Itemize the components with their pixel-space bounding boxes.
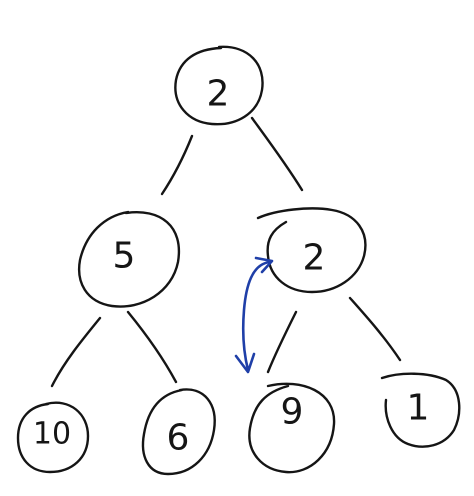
node-circle: [16, 401, 90, 474]
edge-right-rightright: [348, 296, 402, 362]
tree-node-right-right: 1: [380, 372, 461, 448]
node-label: 9: [281, 392, 304, 433]
tree-node-right-left: 9: [248, 382, 336, 474]
edge-right-rightleft: [266, 310, 298, 374]
node-label: 10: [33, 417, 71, 452]
node-label: 2: [303, 238, 326, 279]
node-label: 6: [167, 418, 190, 459]
node-label: 5: [113, 236, 136, 277]
edge-root-left: [160, 134, 194, 196]
swap-arrowhead-bottom: [234, 352, 256, 374]
node-circle: [256, 207, 367, 294]
node-circle: [248, 382, 336, 474]
tree-node-right: 2: [256, 207, 367, 294]
tree-node-left: 5: [77, 210, 181, 308]
node-circle: [141, 388, 216, 476]
edge-left-leftright: [126, 310, 178, 384]
tree-node-root: 2: [174, 45, 264, 126]
swap-arrowhead-top: [254, 256, 274, 274]
tree-edges: [50, 116, 402, 388]
tree-node-left-left: 10: [16, 401, 90, 474]
edge-left-leftleft: [50, 316, 102, 388]
node-circle: [380, 372, 461, 448]
node-circle: [174, 45, 264, 126]
swap-arrow: [234, 256, 274, 374]
node-label: 1: [407, 388, 430, 429]
tree-node-left-right: 6: [141, 388, 216, 476]
node-label: 2: [207, 74, 230, 115]
edge-root-right: [250, 116, 304, 192]
swap-arrow-curve: [241, 260, 272, 372]
node-circle: [77, 210, 181, 308]
